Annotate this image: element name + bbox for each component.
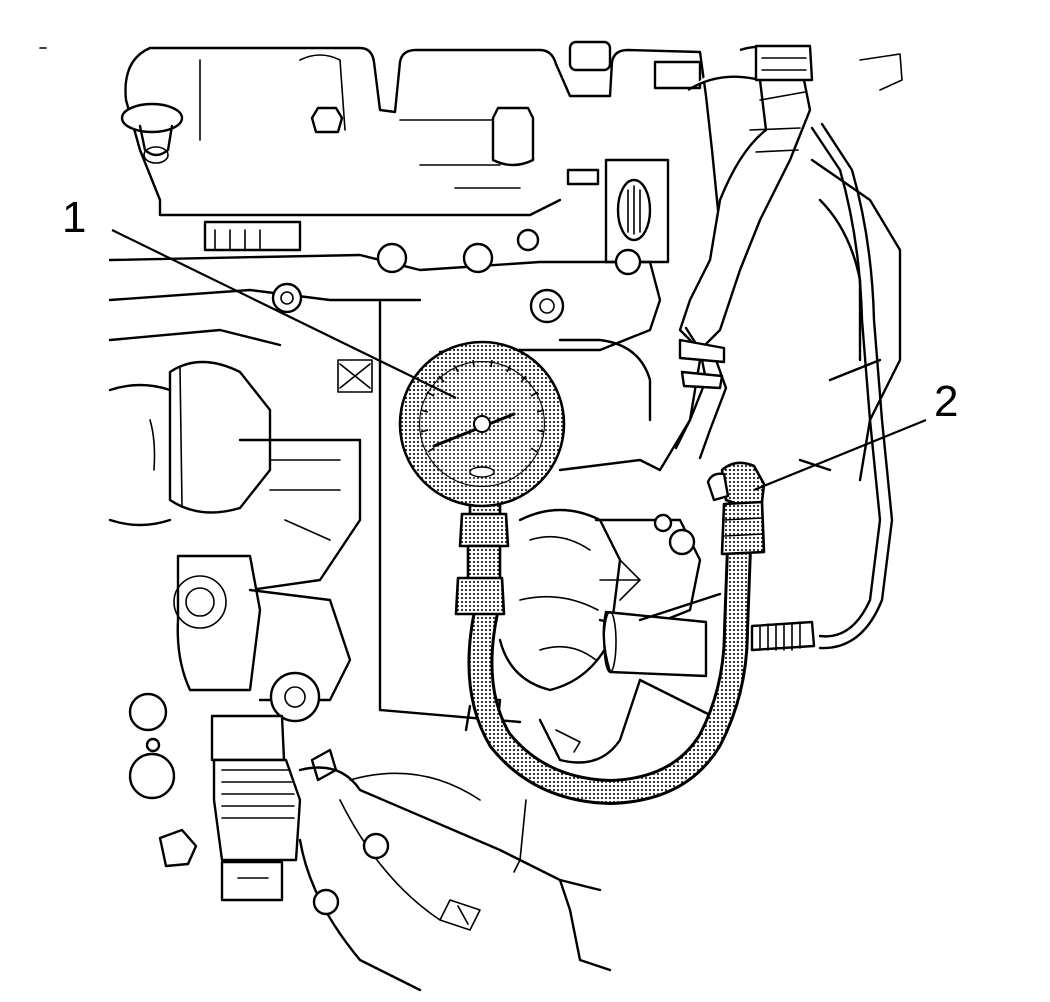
gauge-tick-marks bbox=[420, 359, 545, 453]
gauge-needle bbox=[432, 412, 516, 448]
gauge-hub bbox=[473, 415, 491, 433]
gauge-hose bbox=[467, 475, 755, 805]
engine-block-outline bbox=[39, 40, 903, 992]
callout-1-leader bbox=[111, 229, 457, 399]
callout-1-label: 1 bbox=[62, 193, 86, 242]
callout-2-leader bbox=[753, 418, 927, 492]
hose-fitting bbox=[706, 461, 766, 556]
pressure-gauge bbox=[398, 340, 566, 616]
callout-2-label: 2 bbox=[934, 377, 958, 426]
